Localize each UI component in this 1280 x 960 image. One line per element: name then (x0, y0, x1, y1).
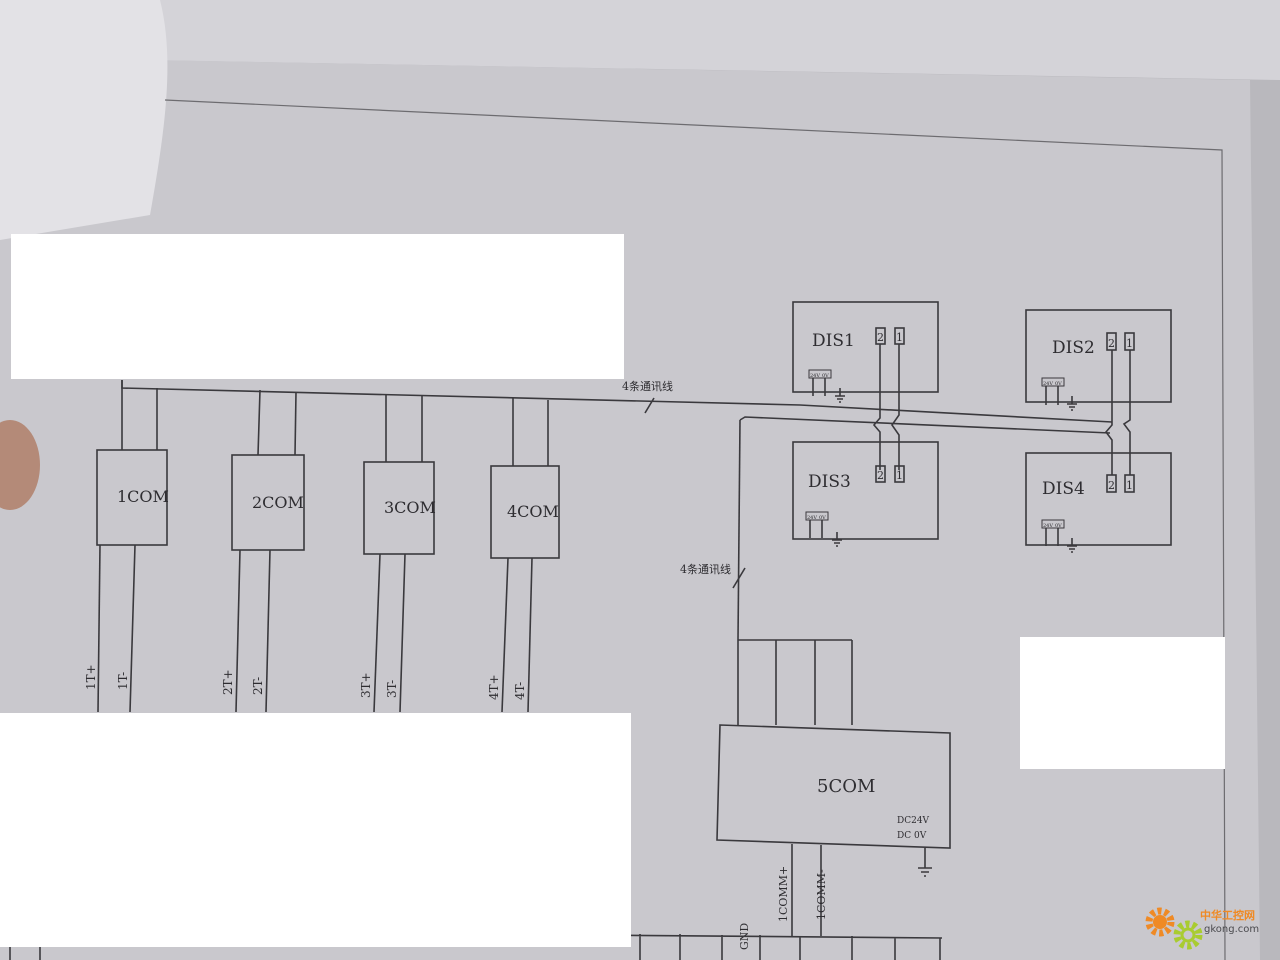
bus-label-top: 4条通讯线 (622, 379, 673, 393)
display-dis1: DIS1 2 1 24V 0V (792, 301, 939, 470)
bus-tick (644, 397, 655, 414)
bus-line-down (737, 419, 741, 641)
wire-label: 4T+ (487, 674, 501, 700)
bus-line-2 (739, 416, 1111, 434)
power-label: 0V (822, 373, 829, 379)
main-unit-5com: 5COM DC24V DC 0V 1COMM+ 1COMM- GND (716, 724, 951, 950)
watermark-site: gkong.com (1204, 924, 1259, 935)
bus-branches (737, 639, 853, 725)
display-dis3: DIS3 2 1 24V 0V (792, 441, 939, 547)
power-label: 24V (807, 515, 817, 521)
terminal-label: 1COMM- (815, 869, 828, 920)
main-unit-label: 5COM (817, 776, 875, 797)
bus-label-down: 4条通讯线 (680, 562, 731, 576)
com-unit-4: 4COM 4T+ 4T- (487, 398, 560, 713)
display-label: DIS3 (808, 472, 851, 492)
pin-label: 1 (1126, 479, 1133, 492)
com-label: 4COM (507, 502, 559, 521)
display-label: DIS2 (1052, 338, 1095, 358)
com-label: 3COM (384, 498, 436, 517)
finger (0, 420, 40, 510)
display-label: DIS1 (812, 331, 855, 351)
pin-label: 1 (896, 331, 903, 344)
power-label: DC24V (897, 816, 930, 826)
wire-label: 4T- (513, 682, 527, 700)
back-sheet (140, 0, 1280, 80)
power-label: 24V (810, 373, 820, 379)
terminal-label: 1COMM+ (777, 866, 790, 922)
pin-label: 2 (877, 331, 884, 344)
com-unit-2: 2COM 2T+ 2T- (221, 389, 305, 713)
display-dis4: DIS4 2 1 24V 0V (1025, 452, 1172, 553)
pin-label: 2 (877, 469, 884, 482)
pin-label: 1 (896, 469, 903, 482)
redaction-box (0, 713, 631, 947)
wire-label: 2T- (251, 677, 265, 695)
pin-label: 1 (1126, 337, 1133, 350)
wire-label: 3T- (385, 680, 399, 698)
com-unit-3: 3COM 3T+ 3T- (359, 394, 436, 713)
power-label: 0V (1055, 381, 1062, 387)
power-label: DC 0V (897, 831, 927, 841)
power-label: 24V (1043, 523, 1053, 529)
com-unit-1: 1COM 1T+ 1T- (84, 380, 169, 713)
com-label: 2COM (252, 493, 304, 512)
wire-label: 2T+ (221, 669, 235, 695)
bus-tick-down (732, 567, 746, 589)
display-dis2: DIS2 2 1 24V 0V (1025, 309, 1172, 475)
power-label: 0V (1055, 523, 1062, 529)
watermark-cn: 中华工控网 (1200, 908, 1255, 922)
wire-label: 3T+ (359, 672, 373, 698)
com-label: 1COM (117, 487, 169, 506)
wire-label: 1T- (116, 672, 130, 690)
display-label: DIS4 (1042, 479, 1085, 499)
pin-label: 2 (1108, 337, 1115, 350)
power-label: 0V (819, 515, 826, 521)
power-label: 24V (1043, 381, 1053, 387)
redaction-box (1020, 637, 1225, 769)
page-curl (0, 0, 168, 240)
pin-label: 2 (1108, 479, 1115, 492)
watermark-logo: 中华工控网 gkong.com (1145, 907, 1259, 950)
wire-label: 1T+ (84, 664, 98, 690)
redaction-box (11, 234, 624, 379)
